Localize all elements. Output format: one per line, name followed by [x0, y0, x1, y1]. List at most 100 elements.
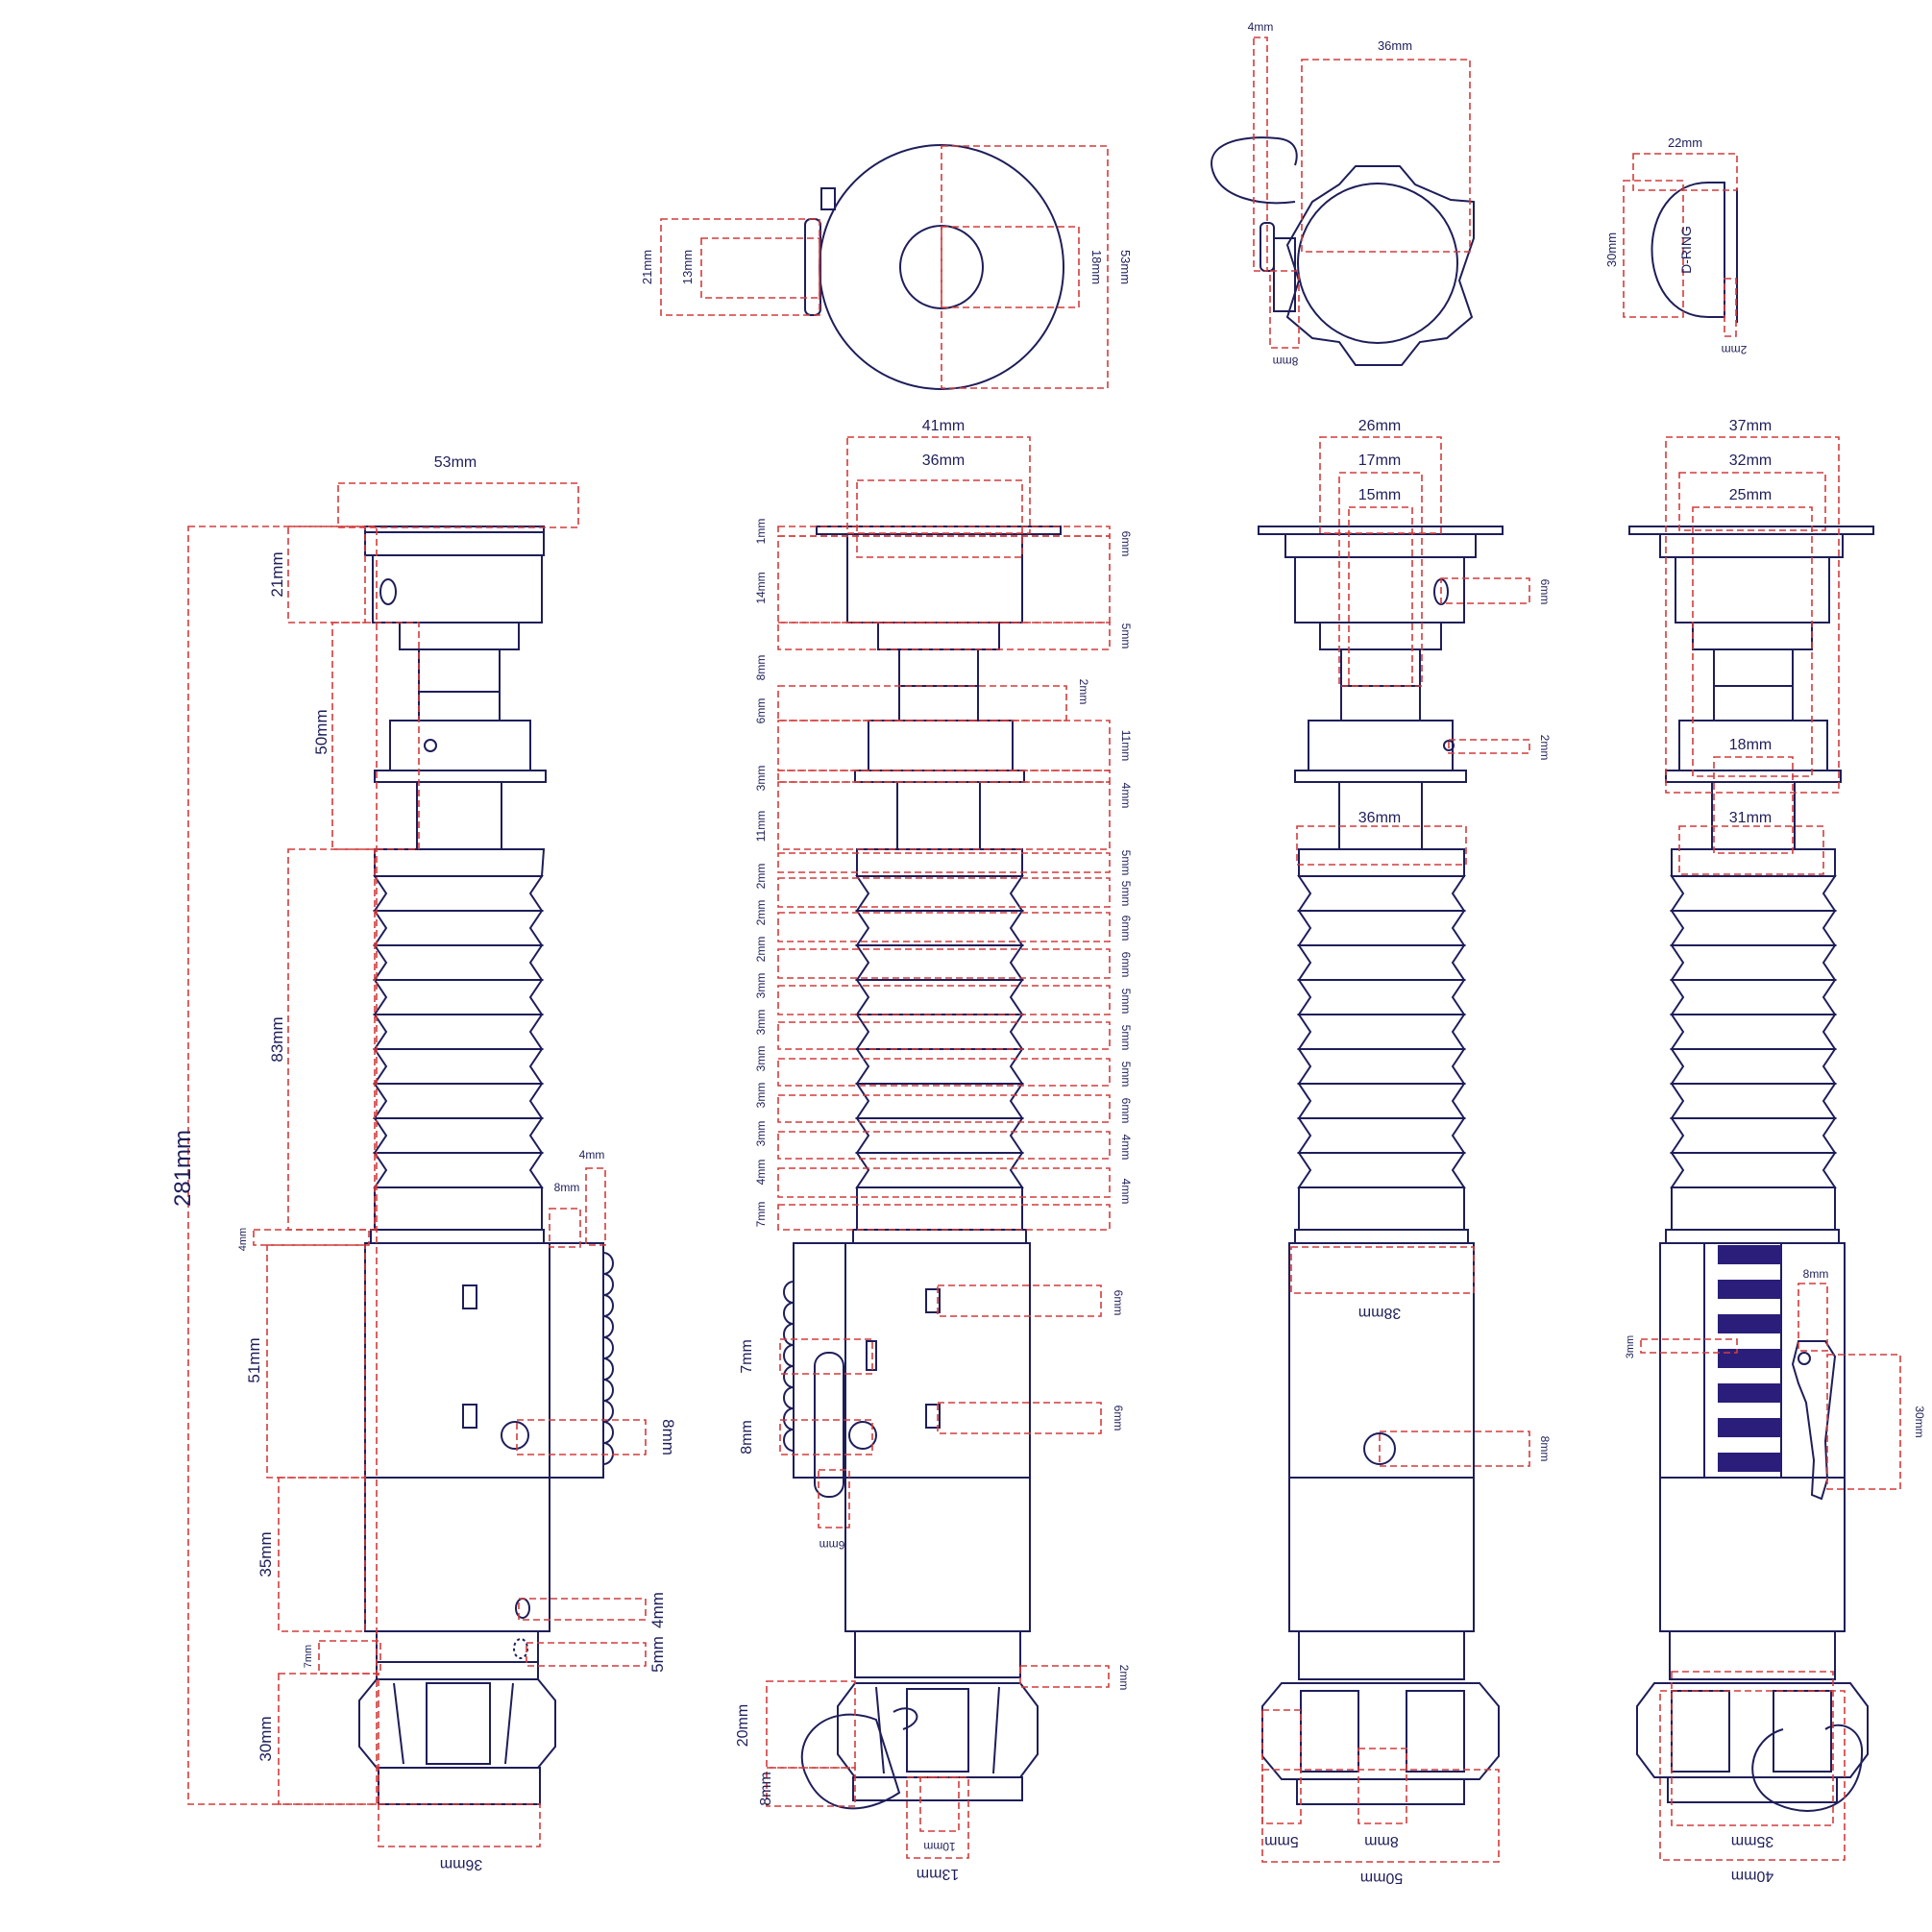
v2-left-dim-10: 3mm [754, 1010, 768, 1036]
v4-neck-3 [1713, 685, 1794, 721]
v4-grip-ribs [1670, 848, 1837, 1231]
v1-hidden-hole [513, 1638, 528, 1659]
v1-dim-8-clamp: 8mm [554, 1181, 580, 1194]
v1-lower-hole [515, 1598, 530, 1619]
v2-left-dim-1: 14mm [754, 572, 768, 603]
v2-grip-dim-6-clip: 6mm [819, 1538, 845, 1552]
v4-dim-8: 8mm [1803, 1267, 1829, 1281]
v3-dim-36: 36mm [1358, 810, 1401, 826]
v3-pommel-facet-2 [1406, 1690, 1465, 1773]
v2-grip-dim-7: 7mm [739, 1339, 755, 1374]
v1-collar [389, 720, 531, 771]
v1-dim-35: 35mm [257, 1531, 275, 1577]
v3-dim-5: 5mm [1264, 1833, 1299, 1849]
v4-dim-31: 31mm [1729, 810, 1772, 826]
v4-pommel-cap [1667, 1776, 1838, 1803]
emitter-dring [1211, 136, 1298, 205]
v4-dring [1751, 1724, 1864, 1812]
v2-left-dim-9: 3mm [754, 973, 768, 999]
v1-emitter-hole [379, 578, 397, 605]
v2-grip-dim-8: 8mm [739, 1420, 755, 1455]
pommel-dim-21: 21mm [640, 250, 654, 284]
v3-dim-8-button: 8mm [1538, 1436, 1552, 1462]
v1-neck-3 [418, 691, 501, 721]
v1-collar-flange [374, 770, 547, 783]
v1-pommel-lines [376, 1661, 539, 1765]
v4-pommel-facet-1 [1671, 1690, 1730, 1773]
v4-dim-35: 35mm [1731, 1833, 1773, 1849]
v2-slot-1 [925, 1288, 941, 1313]
v2-dim-36: 36mm [922, 452, 965, 469]
v3-button [1363, 1432, 1396, 1465]
v4-clamp-stripes [1718, 1245, 1781, 1472]
v3-dim-17: 17mm [1358, 452, 1401, 469]
v1-dim-30: 30mm [257, 1716, 275, 1761]
v3-grip-ribs [1297, 848, 1466, 1231]
v2-left-dim-12: 3mm [754, 1083, 768, 1109]
v2-right-dim-12: 6mm [1119, 1098, 1133, 1124]
v2-left-dim-6: 2mm [754, 864, 768, 890]
v1-grip-base [370, 1229, 545, 1244]
v2-grip-dim-2: 2mm [1117, 1665, 1131, 1691]
v2-neck-2 [898, 648, 979, 687]
v2-grip-dim-6-a: 6mm [1112, 1290, 1125, 1316]
v1-pommel-cap [378, 1767, 541, 1805]
v4-dim-37: 37mm [1729, 418, 1772, 434]
v3-collar-screw [1443, 740, 1455, 751]
v1-dim-53: 53mm [434, 454, 477, 471]
emitter-dim-36: 36mm [1378, 38, 1412, 53]
v2-belt-clip [814, 1352, 844, 1498]
v4-dim-32: 32mm [1729, 452, 1772, 469]
v2-right-dim-4: 4mm [1119, 783, 1133, 809]
v2-grip-dim-6-b: 6mm [1112, 1406, 1125, 1431]
v2-grip-dim-8-b: 8mm [758, 1772, 774, 1806]
side-view-2: 41mm 36mm 1mm 14mm 8mm 6mm 3mm 11mm 2mm … [735, 418, 1133, 1882]
v2-right-dim-0: 6mm [1119, 531, 1133, 557]
v1-grip-ribs [373, 848, 546, 1231]
v2-right-dim-6: 5mm [1119, 881, 1133, 907]
emitter-mount [1273, 237, 1296, 312]
v2-left-dim-8: 2mm [754, 937, 768, 963]
v2-dring [800, 1707, 918, 1810]
emitter-gear-outline [1285, 165, 1475, 366]
v2-pommel-facet [906, 1688, 969, 1773]
v2-left-dim-13: 3mm [754, 1121, 768, 1147]
v2-pommel-neck [854, 1630, 1021, 1678]
v2-left-dim-2: 8mm [754, 655, 768, 681]
v3-grip-base [1294, 1229, 1469, 1244]
dring-dim-22: 22mm [1668, 135, 1702, 150]
v1-dim-36: 36mm [440, 1856, 482, 1872]
v1-pommel-facet [426, 1682, 491, 1765]
v4-activation-lever [1791, 1340, 1837, 1501]
dring-dim-2: 2mm [1722, 343, 1748, 356]
v2-left-dim-3: 6mm [754, 698, 768, 724]
pommel-dim-53: 53mm [1118, 250, 1133, 284]
v3-lower-body [1288, 1477, 1475, 1632]
pommel-inner-circle [899, 225, 984, 309]
v1-neck-1 [399, 622, 520, 650]
v2-slot-2 [925, 1404, 941, 1429]
v1-clamp-plate [549, 1242, 604, 1479]
v2-grip-dim-13: 13mm [917, 1866, 959, 1882]
v3-neck-3 [1340, 685, 1421, 721]
v4-grip-base [1665, 1229, 1840, 1244]
v2-right-dim-1: 5mm [1119, 624, 1133, 649]
v3-neck-2 [1340, 648, 1421, 687]
v2-pommel-cap [852, 1776, 1023, 1801]
dring-label: D-RING [1678, 226, 1694, 274]
v4-pommel [1636, 1682, 1869, 1778]
v1-dim-5: 5mm [648, 1636, 667, 1673]
v1-dim-4-hole: 4mm [648, 1592, 667, 1628]
emitter-dim-8: 8mm [1273, 355, 1299, 368]
emitter-circle [1297, 183, 1458, 344]
v4-dim-30: 30mm [1913, 1406, 1926, 1437]
v2-right-dim-2: 2mm [1077, 679, 1090, 705]
v3-dim-50: 50mm [1360, 1870, 1403, 1886]
v2-clamp-plate [793, 1242, 846, 1479]
v2-left-dim-7: 2mm [754, 900, 768, 926]
v2-pommel [837, 1682, 1039, 1778]
v1-dim-4-clamp: 4mm [579, 1148, 605, 1162]
v2-collar [868, 720, 1014, 771]
v1-dim-21: 21mm [268, 551, 286, 597]
v1-switch-section [364, 1242, 550, 1479]
